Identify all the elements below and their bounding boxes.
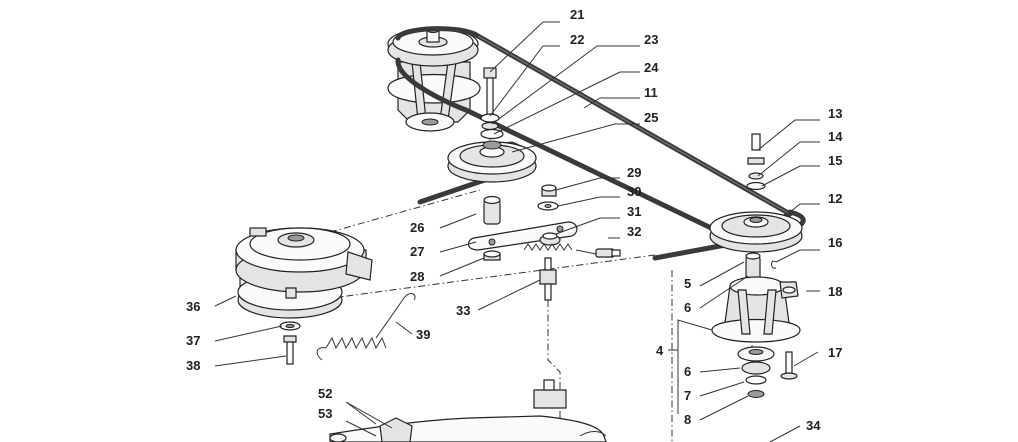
callout-15: 15 (828, 153, 842, 168)
callout-8: 8 (684, 412, 691, 427)
spring-39 (316, 293, 416, 361)
callout-29: 29 (627, 165, 641, 180)
callout-17: 17 (828, 345, 842, 360)
callout-7: 7 (684, 388, 691, 403)
callout-12: 12 (828, 191, 842, 206)
callout-5: 5 (684, 276, 691, 291)
callout-38: 38 (186, 358, 200, 373)
callout-39: 39 (416, 327, 430, 342)
callout-24: 24 (644, 60, 659, 75)
right-spindle-assembly (709, 133, 803, 398)
callout-11: 11 (644, 85, 658, 100)
callout-33: 33 (456, 303, 470, 318)
callout-32: 32 (627, 224, 641, 239)
callout-22: 22 (570, 32, 584, 47)
bolt-38-group (279, 321, 301, 365)
callout-13: 13 (828, 106, 842, 121)
idler-pulley-25 (447, 140, 537, 183)
callout-53: 53 (318, 406, 332, 421)
spring-31-group (523, 243, 621, 258)
callout-52: 52 (318, 386, 332, 401)
stud-33 (539, 257, 557, 301)
idler-bracket-group (467, 184, 578, 261)
electric-clutch-36 (235, 227, 373, 319)
bolt-21-group (480, 67, 504, 140)
deck-fragment (329, 379, 607, 442)
callout-21: 21 (570, 7, 584, 22)
callout-23: 23 (644, 32, 658, 47)
callout-36: 36 (186, 299, 200, 314)
callout-28: 28 (410, 269, 424, 284)
callout-31: 31 (627, 204, 641, 219)
callout-14: 14 (828, 129, 843, 144)
callout-18: 18 (828, 284, 842, 299)
callout-6-upper: 6 (684, 300, 691, 315)
callout-16: 16 (828, 235, 842, 250)
callout-34: 34 (806, 418, 821, 433)
callout-37: 37 (186, 333, 200, 348)
leader-lines (214, 21, 820, 442)
callout-6-lower: 6 (684, 364, 691, 379)
callout-4: 4 (656, 343, 664, 358)
top-spindle-assembly (387, 27, 481, 132)
callout-labels: 21 22 23 24 11 25 13 14 15 12 16 29 30 3… (186, 7, 843, 433)
callout-30: 30 (627, 184, 641, 199)
callout-25: 25 (644, 110, 658, 125)
callout-27: 27 (410, 244, 424, 259)
callout-26: 26 (410, 220, 424, 235)
